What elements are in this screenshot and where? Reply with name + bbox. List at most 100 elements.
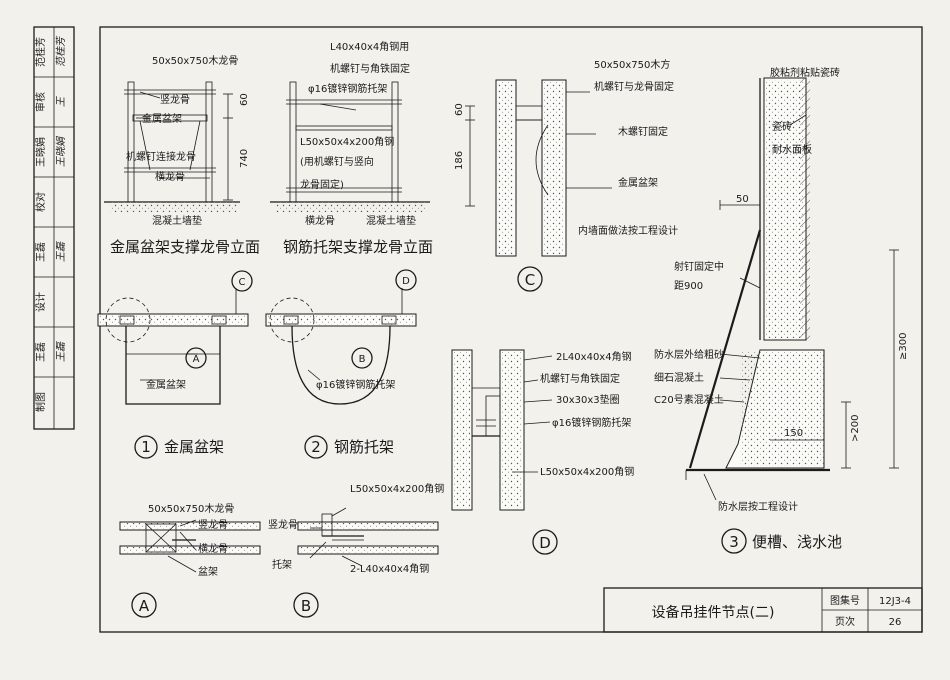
fig1-label-basin: 金属盆架 [142, 112, 182, 125]
det2-callout-d: D [402, 276, 410, 287]
strip-signature-7: 王磊 [56, 341, 67, 362]
det2-title: 钢筋托架 [334, 438, 394, 456]
fig2-label-pad: 混凝土墙垫 [366, 214, 416, 227]
strip-text-2: 审核 [34, 92, 47, 112]
figA-tag: A [139, 597, 150, 615]
figB-tag-circle [293, 592, 319, 618]
figC-label-1: 50x50x750木方 [594, 58, 670, 71]
fig2-elevation [270, 81, 430, 212]
figC-tag-circle [517, 266, 543, 292]
det2-plan [265, 288, 417, 405]
figC-label-5: 内墙面做法按工程设计 [578, 224, 678, 237]
strip-text-3: 王晓娟 [34, 137, 47, 167]
fig1-elevation [104, 81, 240, 212]
title-block [603, 587, 923, 633]
fig3-dim-50: 50 [736, 194, 749, 205]
fig3-label-6: 防水层外给粗砂 [654, 348, 724, 361]
fig3-num: 3 [729, 533, 739, 551]
figC-label-3: 木螺钉固定 [618, 125, 668, 138]
fig3-dim-200: >200 [850, 415, 861, 442]
det1-num: 1 [141, 438, 151, 456]
fig1-label-screw: 机螺钉连接龙骨 [126, 150, 196, 163]
strip-text-5: 王磊 [35, 242, 47, 262]
figB-label-2: 竖龙骨 [268, 518, 298, 531]
fig3-dim-300: ≥300 [898, 333, 909, 360]
strip-text-6: 设计 [34, 292, 47, 312]
figA-label-4: 盆架 [198, 565, 218, 578]
fig3-label-5: 距900 [674, 280, 703, 292]
figD-label-2: 机螺钉与角铁固定 [540, 372, 620, 385]
fig3-label-8: C20号素混凝土 [654, 393, 724, 406]
title-block-page-value: 26 [889, 617, 902, 628]
fig2-note2: 龙骨固定) [300, 178, 344, 191]
fig2-label-rod: φ16镀锌钢筋托架 [308, 82, 387, 95]
det1-callout-c: C [239, 277, 246, 288]
figB-label-3: 托架 [272, 558, 292, 571]
fig1-label-top: 50x50x750木龙骨 [152, 54, 238, 67]
figB-tag: B [301, 597, 311, 615]
figC-dim-186: 186 [454, 151, 465, 170]
figA-label-3: 横龙骨 [198, 542, 228, 555]
det1-callout-a: A [193, 354, 200, 365]
title-block-page-label: 页次 [835, 615, 855, 628]
fig3-label-3: 耐水面板 [772, 143, 812, 156]
figD-section [451, 349, 553, 511]
figB-label-1: L50x50x4x200角钢 [350, 482, 444, 495]
strip-signature-3: 王晓娟 [55, 136, 67, 167]
figA-tag-circle [131, 592, 157, 618]
det2-callout-b-circle [351, 347, 373, 369]
fig1-label-pad: 混凝土墙垫 [152, 214, 202, 227]
figA-label-1: 50x50x750木龙骨 [148, 502, 234, 515]
title-block-atlas-label: 图集号 [830, 594, 860, 607]
fig2-title: 钢筋托架支撑龙骨立面 [283, 238, 433, 256]
fig2-label-horizontal-keel: 横龙骨 [305, 214, 335, 227]
fig1-label-vertical-keel: 竖龙骨 [160, 93, 190, 106]
fig2-label-angle: L40x40x4角钢用 [330, 40, 409, 53]
figD-label-1: 2L40x40x4角钢 [556, 350, 632, 363]
fig3-label-4: 射钉固定中 [674, 260, 724, 273]
signature-strip-dividers [34, 76, 74, 378]
det1-num-circle [134, 435, 158, 459]
det2-num-circle [304, 435, 328, 459]
det2-label: φ16镀锌钢筋托架 [316, 378, 395, 391]
strip-text-8: 制图 [34, 392, 47, 412]
figB-label-4: 2-L40x40x4角钢 [350, 562, 429, 575]
figA-detail [119, 519, 261, 573]
fig2-label-angle-long: L50x50x4x200角钢 [300, 135, 394, 148]
strip-text-1: 范桂芳 [34, 37, 47, 67]
strip-signature-4: 王磊 [56, 241, 67, 262]
fig1-dim-740: 740 [239, 149, 250, 168]
det2-num: 2 [311, 438, 321, 456]
det1-callout-c-circle [231, 270, 253, 292]
figB-detail [297, 507, 439, 567]
title-block-title: 设备吊挂件节点(二) [652, 604, 775, 621]
figC-tag: C [525, 271, 535, 289]
figA-label-2: 竖龙骨 [198, 518, 228, 531]
fig1-dim-60: 60 [239, 93, 250, 106]
det1-plan [97, 288, 249, 405]
figC-section [465, 79, 612, 257]
det1-callout-a-circle [185, 347, 207, 369]
det2-callout-d-circle [395, 269, 417, 291]
strip-text-7: 王磊 [35, 342, 47, 362]
fig3-label-9: 防水层按工程设计 [718, 500, 798, 513]
fig3-title: 便槽、浅水池 [752, 533, 842, 551]
fig3-label-1: 胶粘剂粘贴瓷砖 [770, 66, 840, 79]
figD-label-3: 30x30x3垫圈 [556, 393, 620, 406]
figD-label-5: L50x50x4x200角钢 [540, 465, 634, 478]
fig3-num-circle [721, 528, 747, 554]
fig1-title: 金属盆架支撑龙骨立面 [110, 238, 260, 256]
figD-tag-circle [532, 529, 558, 555]
fig3-section [685, 77, 899, 501]
strip-signature-1: 范桂芳 [55, 35, 67, 67]
figC-label-4: 金属盆架 [618, 176, 658, 189]
figD-label-4: φ16镀锌钢筋托架 [552, 416, 631, 429]
det1-label: 金属盆架 [146, 378, 186, 391]
fig3-label-2: 瓷砖 [772, 120, 792, 133]
fig2-note1: (用机螺钉与竖向 [300, 155, 374, 168]
fig3-label-7: 细石混凝土 [654, 371, 704, 384]
drawing-frame [99, 26, 923, 633]
fig1-label-horizontal-keel: 横龙骨 [155, 170, 185, 183]
